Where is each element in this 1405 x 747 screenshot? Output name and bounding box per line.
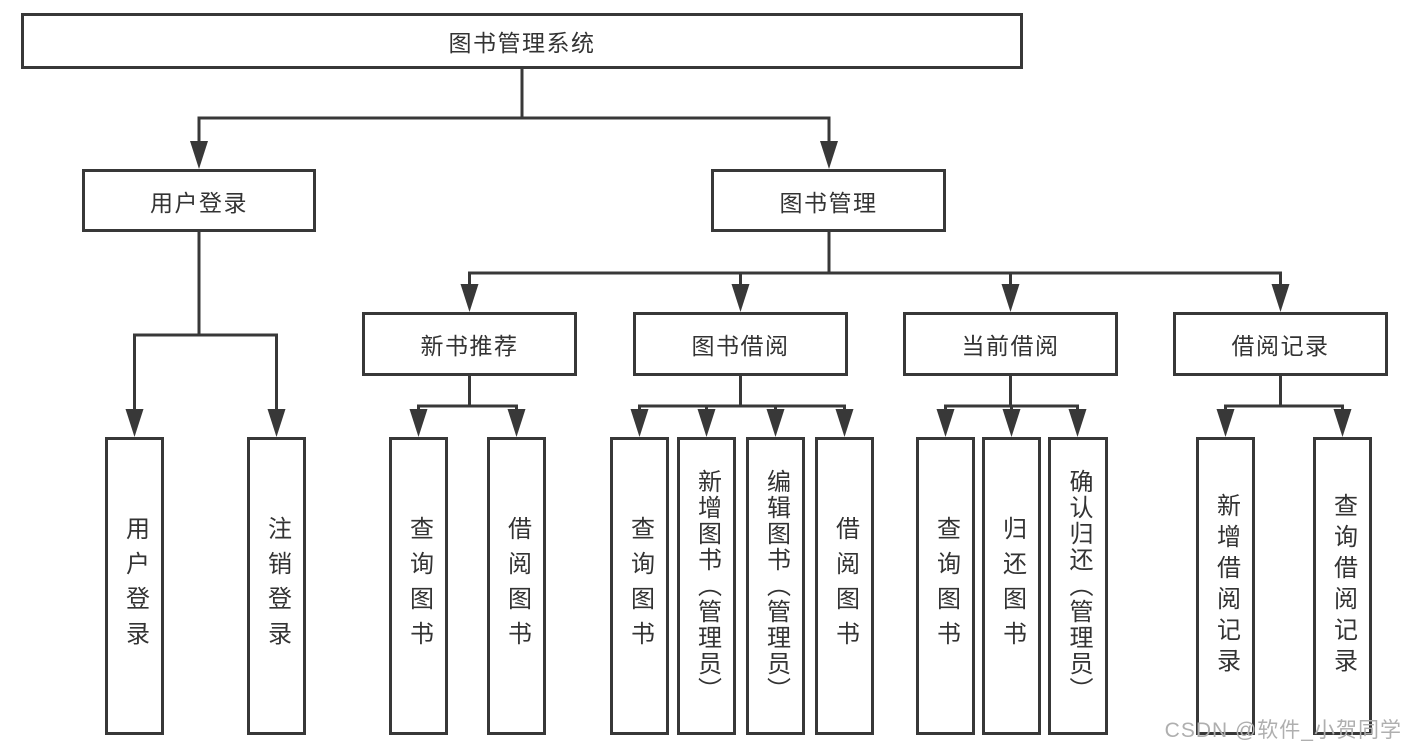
node-label: 新增借阅记录: [1212, 493, 1240, 679]
node-label: 借阅图书: [503, 516, 531, 656]
node-current-borrowing: 当前借阅: [903, 312, 1118, 376]
leaf-return-books: 归还图书: [982, 437, 1041, 735]
node-label: 查询图书: [626, 516, 654, 656]
node-label: 查询图书: [932, 516, 960, 656]
node-label: 确认归还（管理员）: [1065, 469, 1092, 703]
node-label: 归还图书: [998, 516, 1026, 656]
node-label: 借阅图书: [831, 516, 859, 656]
leaf-logout: 注销登录: [247, 437, 306, 735]
node-label: 编辑图书（管理员）: [762, 469, 790, 703]
leaf-confirm-return-admin: 确认归还（管理员）: [1048, 437, 1108, 735]
node-label: 图书管理: [779, 189, 878, 216]
leaf-add-books-admin: 新增图书（管理员）: [677, 437, 736, 735]
node-new-book-recommendation: 新书推荐: [362, 312, 577, 376]
node-label: 用户登录: [121, 516, 149, 656]
leaf-borrow-books: 借阅图书: [815, 437, 874, 735]
node-label: 借阅记录: [1231, 333, 1330, 359]
leaf-query-books: 查询图书: [389, 437, 448, 735]
node-label: 图书借阅: [691, 333, 790, 359]
node-borrowing-records: 借阅记录: [1173, 312, 1388, 376]
node-label: 当前借阅: [961, 333, 1060, 359]
leaf-borrow-books: 借阅图书: [487, 437, 546, 735]
leaf-query-books: 查询图书: [610, 437, 669, 735]
node-label: 图书管理系统: [448, 30, 596, 56]
node-label: 查询图书: [405, 516, 433, 656]
leaf-edit-books-admin: 编辑图书（管理员）: [746, 437, 805, 735]
node-book-borrowing: 图书借阅: [633, 312, 848, 376]
leaf-add-borrow-record: 新增借阅记录: [1196, 437, 1255, 735]
node-label: 注销登录: [263, 516, 291, 656]
node-label: 查询借阅记录: [1329, 493, 1357, 679]
leaf-query-books: 查询图书: [916, 437, 975, 735]
node-label: 新增图书（管理员）: [693, 469, 721, 703]
leaf-user-login: 用户登录: [105, 437, 164, 735]
csdn-watermark: CSDN @软件_小贺同学: [1164, 719, 1402, 742]
node-user-login: 用户登录: [82, 169, 316, 232]
node-book-management: 图书管理: [711, 169, 946, 232]
node-label: 新书推荐: [420, 333, 519, 359]
node-book-management-system: 图书管理系统: [21, 13, 1023, 69]
leaf-query-borrow-record: 查询借阅记录: [1313, 437, 1372, 735]
node-label: 用户登录: [150, 189, 248, 216]
